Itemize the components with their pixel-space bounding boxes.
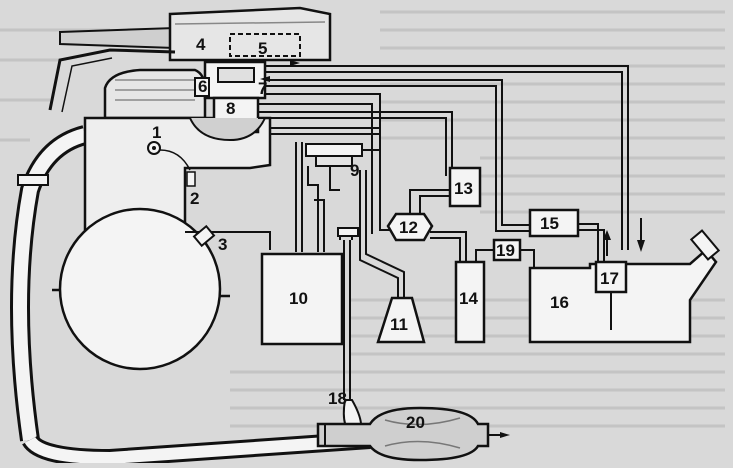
valve-6 [194,77,210,97]
label-9: 9 [350,161,359,180]
label-1: 1 [152,123,161,142]
label-11: 11 [390,315,408,334]
fuel-tank-16 [528,229,721,344]
filter-14 [454,260,486,344]
label-15: 15 [540,214,559,233]
intake-hose [10,125,371,468]
labels: 1 2 3 4 5 6 7 8 9 10 11 12 13 14 15 16 1… [152,35,619,432]
sensor-3 [192,224,216,248]
label-3: 3 [218,235,227,254]
flow-arrow-shafts [488,218,642,436]
label-12: 12 [399,218,418,237]
label-14: 14 [459,289,478,308]
engine-block [52,68,272,371]
label-17: 17 [600,269,619,288]
label-8: 8 [226,99,235,118]
airflow-meter-outline [229,33,301,57]
pipe-network [258,65,629,400]
label-6: 6 [198,77,207,96]
sensor-2 [186,171,196,187]
label-7: 7 [258,79,267,98]
canister-11 [376,296,426,344]
label-20: 20 [406,413,425,432]
box-15 [528,208,580,238]
regulator-12 [386,212,434,242]
filter-19 [492,238,522,262]
sensor-1 [147,141,191,171]
label-5: 5 [258,39,267,58]
label-16: 16 [550,293,569,312]
box-13 [448,166,482,208]
hose-clamp [17,174,49,186]
label-13: 13 [454,179,473,198]
throttle-injector-assembly [189,60,267,142]
label-10: 10 [289,289,308,308]
muffler-20 [316,406,490,462]
label-4: 4 [196,35,206,54]
label-18: 18 [328,389,347,408]
flow-arrows [260,60,645,438]
label-19: 19 [496,241,515,260]
label-2: 2 [190,189,199,208]
air-filter-housing [48,6,332,113]
control-unit-10 [260,252,344,346]
pump-17 [594,260,628,330]
